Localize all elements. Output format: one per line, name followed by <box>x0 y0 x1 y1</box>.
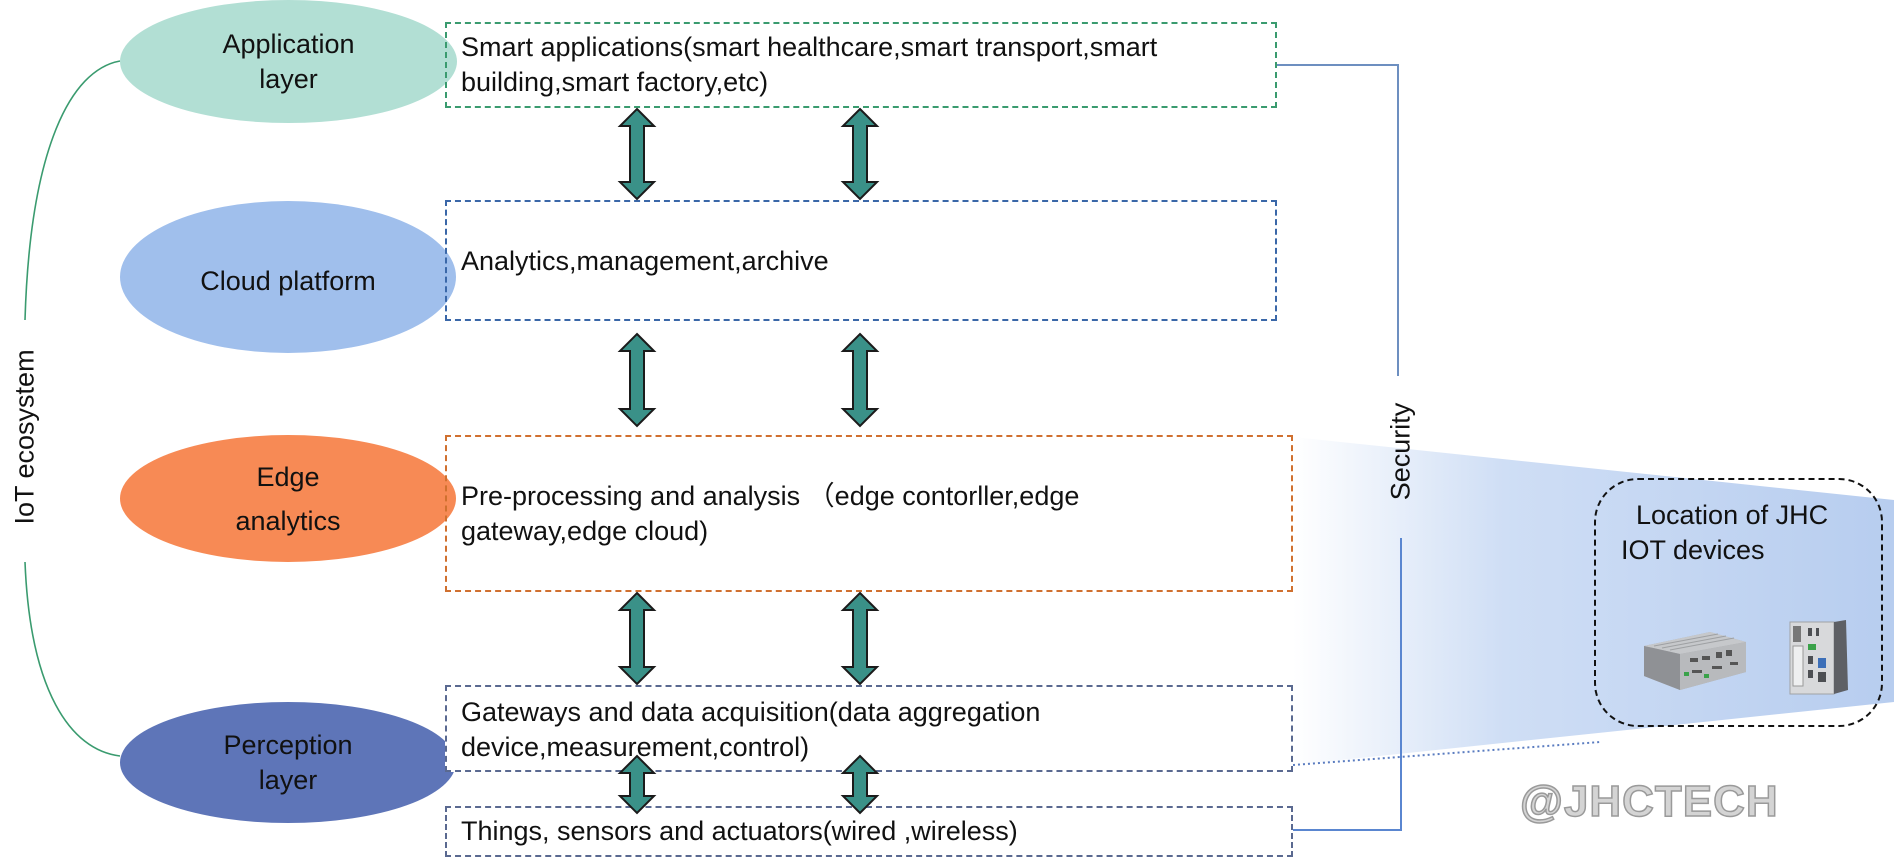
perception-desc-1: Gateways and data acquisition(data aggre… <box>461 697 1041 727</box>
ecosystem-label: IoT ecosystem <box>9 349 40 525</box>
application-desc-1: Smart applications(smart healthcare,smar… <box>461 32 1158 62</box>
edge-desc-2: gateway,edge cloud) <box>461 516 709 546</box>
fanless-box-pc-icon <box>1644 632 1746 690</box>
ecosystem-bracket-bottom <box>24 561 121 757</box>
perception-layer-label-1: Perception <box>223 729 353 760</box>
zoom-funnel <box>1293 437 1894 765</box>
device-location-callout <box>1594 478 1883 727</box>
location-label-line1: Location of JHC <box>1636 500 1829 530</box>
edge-analytics-label-2: analytics <box>235 505 341 536</box>
perception-layer-label-2: layer <box>258 764 318 795</box>
edge-analytics-label-1: Edge <box>256 461 320 492</box>
perception-desc-2: device,measurement,control) <box>461 732 810 762</box>
edge-analytics-box: Pre-processing and analysis （edge contor… <box>445 435 1293 592</box>
security-line-bottom <box>1293 538 1402 831</box>
application-layer-box: Smart applications(smart healthcare,smar… <box>445 22 1277 108</box>
perception-layer-ellipse: Perception layer <box>120 702 456 823</box>
ecosystem-bracket-top <box>24 60 121 321</box>
jhctech-watermark: @JHCTECH <box>1519 776 1779 827</box>
application-layer-label-1: Application <box>222 28 355 59</box>
cloud-desc-1: Analytics,management,archive <box>461 246 829 276</box>
application-layer-ellipse: Application layer <box>120 0 457 123</box>
cloud-platform-box: Analytics,management,archive <box>445 200 1277 321</box>
perception-layer-box: Gateways and data acquisition(data aggre… <box>445 685 1293 772</box>
edge-desc-1: Pre-processing and analysis （edge contor… <box>461 481 1080 511</box>
funnel-bottom-edge <box>1292 741 1601 766</box>
tower-edge-pc-icon <box>1789 620 1848 695</box>
edge-analytics-ellipse: Edge analytics <box>120 435 456 562</box>
security-label: Security <box>1385 402 1416 501</box>
location-label-line2: IOT devices <box>1621 535 1765 565</box>
cloud-platform-ellipse: Cloud platform <box>120 201 456 353</box>
application-desc-2: building,smart factory,etc) <box>461 67 769 97</box>
things-desc: Things, sensors and actuators(wired ,wir… <box>461 816 1018 846</box>
things-box: Things, sensors and actuators(wired ,wir… <box>445 806 1293 857</box>
security-line-top <box>1277 64 1399 376</box>
application-layer-label-2: layer <box>259 63 318 94</box>
cloud-platform-label: Cloud platform <box>200 265 376 296</box>
